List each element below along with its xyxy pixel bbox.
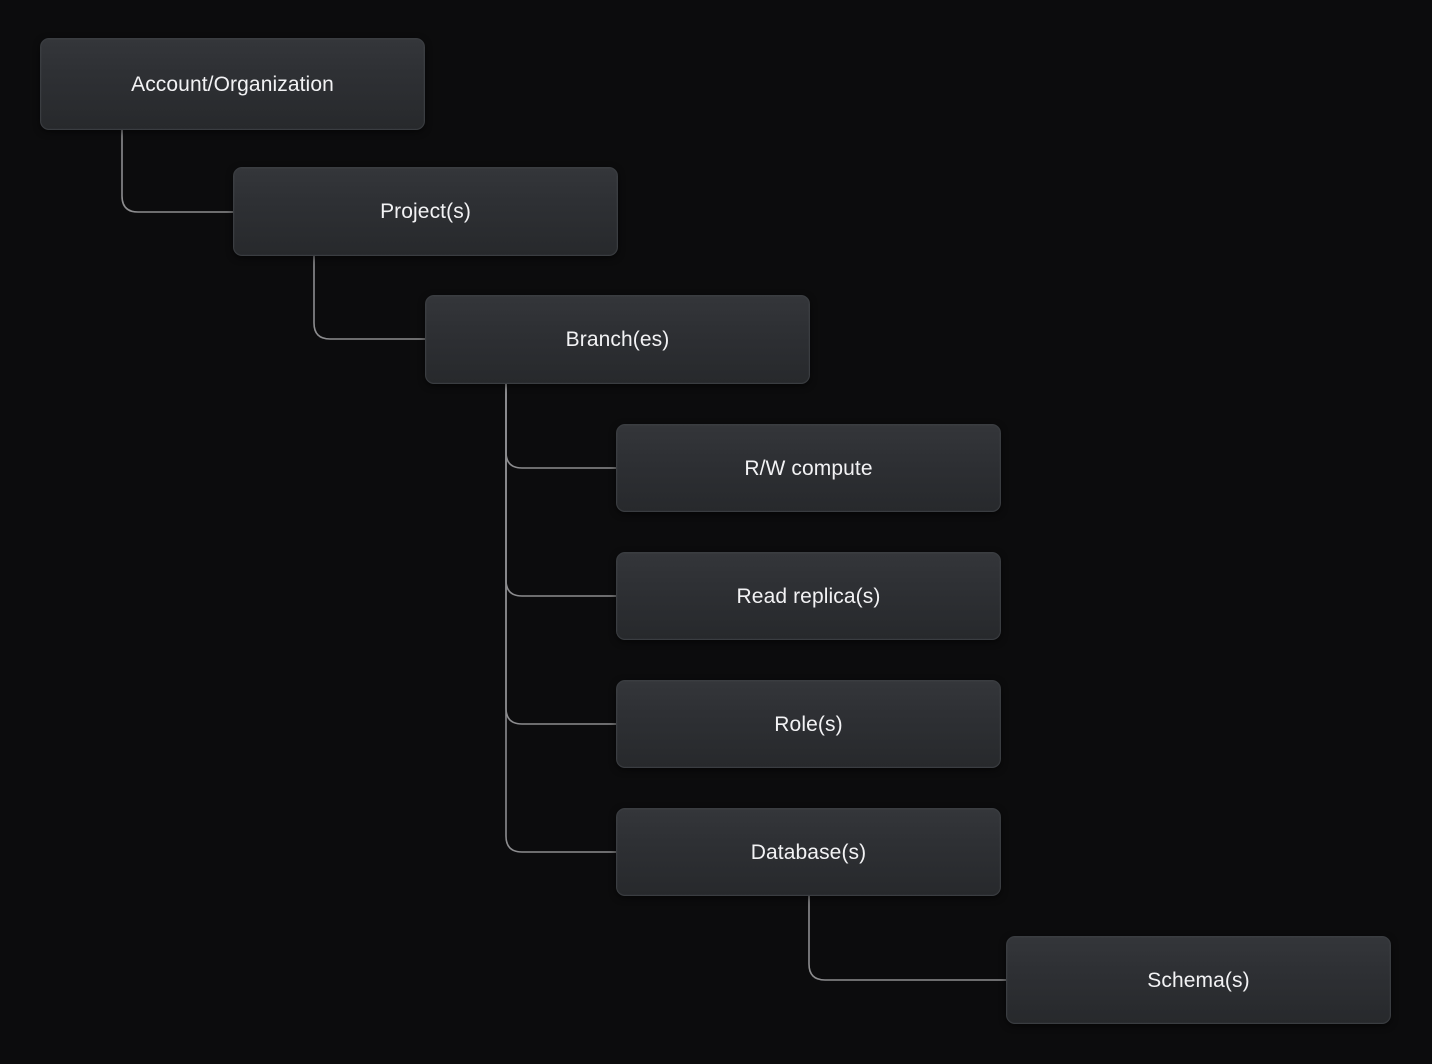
node-account-organization[interactable]: Account/Organization [40,38,425,130]
node-label: Account/Organization [131,72,334,96]
node-project[interactable]: Project(s) [233,167,618,256]
node-read-replica[interactable]: Read replica(s) [616,552,1001,640]
node-label: Role(s) [774,712,843,736]
node-label: Project(s) [380,200,471,223]
node-schema[interactable]: Schema(s) [1006,936,1391,1024]
connector-branch-to-role [505,383,617,725]
node-rw-compute[interactable]: R/W compute [616,424,1001,512]
connector-project-to-branch [313,255,426,340]
connector-branch-to-read-replica [505,383,617,597]
node-label: Branch(es) [565,328,670,351]
node-database[interactable]: Database(s) [616,808,1001,896]
node-label: R/W compute [744,456,873,480]
node-label: Read replica(s) [736,584,881,608]
connector-branch-to-rw-compute [505,383,617,469]
connector-account-to-project [121,129,234,213]
connector-database-to-schema [808,895,1007,981]
node-label: Schema(s) [1147,968,1250,992]
connector-branch-to-database [505,383,617,853]
node-branch[interactable]: Branch(es) [425,295,810,384]
node-role[interactable]: Role(s) [616,680,1001,768]
node-label: Database(s) [750,840,867,864]
